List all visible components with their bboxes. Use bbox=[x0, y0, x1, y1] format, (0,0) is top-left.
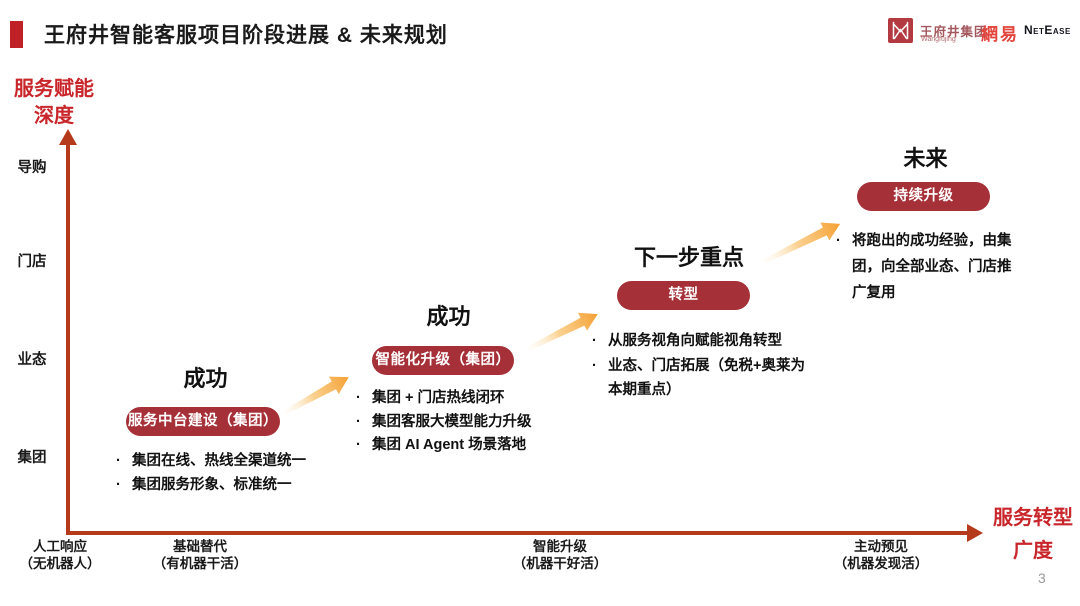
x-tick-line1: 人工响应 bbox=[33, 539, 87, 554]
bullet-item: 从服务视角向赋能视角转型 bbox=[588, 329, 810, 353]
stage3-badge: 转型 bbox=[617, 281, 750, 310]
stage4-heading: 未来 bbox=[903, 146, 948, 171]
wangfujing-logo-subtext: Wangfujing bbox=[921, 36, 956, 43]
stage2-bullets: 集团 + 门店热线闭环 集团客服大模型能力升级 集团 AI Agent 场景落地 bbox=[352, 387, 602, 458]
x-tick-line2: （无机器人） bbox=[19, 555, 101, 571]
stage1-bullets: 集团在线、热线全渠道统一 集团服务形象、标准统一 bbox=[112, 450, 347, 497]
stage4-badge: 持续升级 bbox=[857, 182, 990, 211]
bullet-item: 集团 + 门店热线闭环 bbox=[352, 387, 602, 410]
x-axis-title-line1: 服务转型 bbox=[993, 507, 1073, 529]
bullet-item: 集团在线、热线全渠道统一 bbox=[112, 450, 347, 473]
stage3-heading: 下一步重点 bbox=[633, 245, 744, 270]
wangfujing-logo-text: 王府井集团 bbox=[920, 25, 988, 39]
y-axis-arrowhead-icon bbox=[59, 129, 77, 145]
x-tick-line1: 基础替代 bbox=[173, 539, 227, 554]
title-accent-bar bbox=[10, 21, 23, 48]
y-axis-title-line1: 服务赋能 bbox=[14, 78, 94, 100]
y-tick-label: 业态 bbox=[17, 352, 47, 368]
page-number: 3 bbox=[1038, 570, 1046, 586]
stage2-heading: 成功 bbox=[426, 304, 471, 329]
bullet-item: 集团 AI Agent 场景落地 bbox=[352, 434, 602, 457]
progress-arrow-1 bbox=[282, 376, 349, 415]
x-axis-title-line2: 广度 bbox=[1013, 540, 1053, 562]
netease-logo-cn: 網易 bbox=[981, 25, 1019, 44]
page-title: 王府井智能客服项目阶段进展 & 未来规划 bbox=[44, 24, 448, 47]
y-axis-title: 服务赋能 深度 bbox=[6, 76, 102, 130]
bullet-item: 集团服务形象、标准统一 bbox=[112, 474, 347, 497]
y-tick-label: 导购 bbox=[17, 160, 47, 176]
netease-logo-en: NetEase bbox=[1024, 23, 1071, 37]
x-tick-line2: （有机器干活） bbox=[152, 555, 248, 571]
bullet-item: 将跑出的成功经验，由集团，向全部业态、门店推广复用 bbox=[832, 228, 1018, 306]
wangfujing-logo-icon bbox=[888, 18, 913, 43]
stage3-bullets: 从服务视角向赋能视角转型 业态、门店拓展（免税+奥莱为本期重点） bbox=[588, 329, 810, 403]
y-tick-label: 集团 bbox=[17, 450, 47, 466]
stage4-bullets: 将跑出的成功经验，由集团，向全部业态、门店推广复用 bbox=[832, 228, 1018, 307]
y-tick-label: 门店 bbox=[17, 254, 47, 270]
x-tick-label: 主动预见 （机器发现活） bbox=[824, 539, 938, 572]
x-axis-title: 服务转型 广度 bbox=[986, 502, 1080, 568]
x-tick-label: 基础替代 （有机器干活） bbox=[143, 539, 257, 572]
y-axis-title-line2: 深度 bbox=[34, 105, 74, 127]
x-tick-line2: （机器发现活） bbox=[833, 555, 929, 571]
x-tick-line1: 智能升级 bbox=[533, 539, 587, 554]
x-tick-label: 智能升级 （机器干好活） bbox=[503, 539, 617, 572]
x-axis-arrowhead-icon bbox=[967, 524, 983, 542]
y-axis-line bbox=[66, 144, 70, 533]
bullet-item: 业态、门店拓展（免税+奥莱为本期重点） bbox=[588, 354, 810, 402]
x-tick-line1: 主动预见 bbox=[854, 539, 908, 554]
x-axis-line bbox=[66, 531, 968, 535]
x-tick-line2: （机器干好活） bbox=[512, 555, 608, 571]
stage1-badge: 服务中台建设（集团） bbox=[126, 407, 280, 436]
x-tick-label: 人工响应 （无机器人） bbox=[8, 539, 112, 572]
stage2-badge: 智能化升级（集团） bbox=[372, 346, 514, 375]
bullet-item: 集团客服大模型能力升级 bbox=[352, 411, 602, 434]
stage1-heading: 成功 bbox=[183, 366, 228, 391]
